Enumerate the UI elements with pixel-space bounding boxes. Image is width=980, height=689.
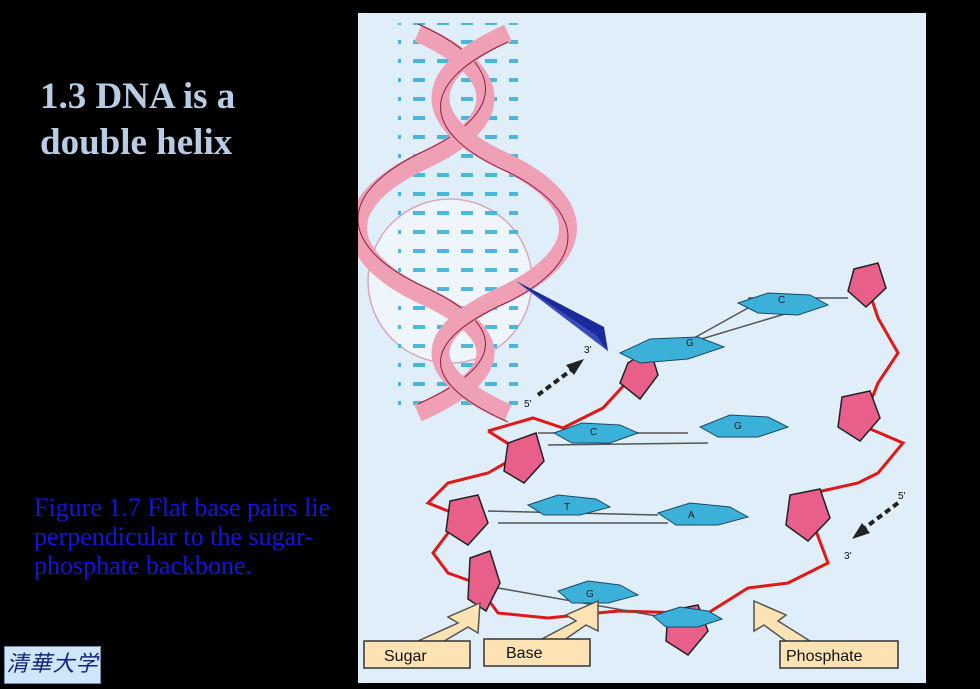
- sugar-label-box: Sugar: [363, 640, 471, 669]
- base-label-box: Base: [483, 638, 591, 667]
- university-logo: 清華大学: [4, 646, 101, 684]
- base-label: Base: [506, 645, 543, 662]
- strand-label-5prime-right: 5': [898, 491, 906, 502]
- phosphate-label-box: Phosphate: [779, 640, 899, 669]
- sugar-label: Sugar: [384, 648, 427, 665]
- bases: [526, 292, 830, 628]
- figure-caption: Figure 1.7 Flat base pairs lie perpendic…: [34, 493, 331, 580]
- base-letter-g2: G: [734, 421, 742, 432]
- zoom-rays: [516, 281, 608, 351]
- slide-title: 1.3 DNA is a double helix: [40, 76, 236, 163]
- dna-diagram: G C C G T A G 5' 3' 5' 3' Sugar Bas: [358, 23, 906, 669]
- strand-label-3prime-right: 3': [844, 551, 852, 562]
- base-letter-c1: C: [778, 295, 785, 306]
- phosphate-label: Phosphate: [786, 648, 863, 665]
- base-letter-a: A: [688, 510, 695, 521]
- strand-label-3prime-left: 3': [584, 345, 592, 356]
- base-letter-c2: C: [590, 427, 597, 438]
- base-letter-g1: G: [686, 338, 694, 349]
- strand-label-5prime-left: 5': [524, 399, 532, 410]
- dna-figure-panel: G C C G T A G 5' 3' 5' 3' Sugar Bas: [358, 13, 926, 683]
- base-letter-g3: G: [586, 589, 594, 600]
- double-helix: [358, 23, 577, 423]
- strand-arrows: [536, 359, 900, 539]
- base-letter-t: T: [564, 502, 570, 513]
